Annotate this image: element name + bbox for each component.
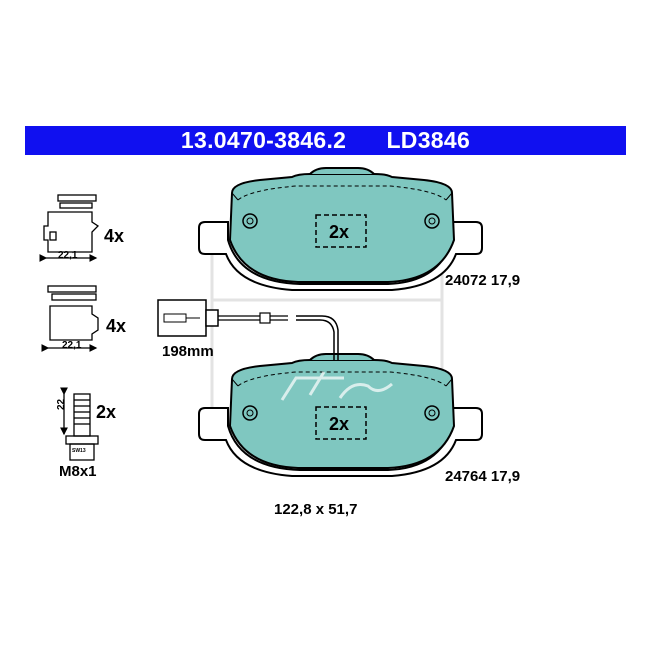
lower-pad-quantity: 2x <box>329 414 350 434</box>
left-dowel-icon <box>242 213 258 229</box>
lower-pad-spec: 24764 17,9 <box>445 468 521 485</box>
left-dowel-icon <box>242 405 258 421</box>
upper-friction-material <box>228 173 456 283</box>
lower-brake-pad <box>198 353 483 477</box>
right-dowel-icon <box>424 213 440 229</box>
lower-friction-material <box>228 359 456 469</box>
right-dowel-icon <box>424 405 440 421</box>
clip-a-drawing <box>39 194 100 262</box>
bolt-length: 22 <box>56 398 67 410</box>
bolt-wrench-mark: SW13 <box>72 448 86 454</box>
bolt-quantity: 2x <box>96 402 117 422</box>
bolt-thread: M8x1 <box>59 463 97 480</box>
upper-pad-spec: 24072 17,9 <box>445 272 521 289</box>
clip-a-quantity: 4x <box>104 226 125 246</box>
clip-b-dimension: 22,1 <box>62 340 82 351</box>
clip-b-drawing <box>41 285 99 352</box>
sensor-connector-icon <box>157 299 207 337</box>
clip-b-quantity: 4x <box>106 316 127 336</box>
part-number: 13.0470-3846.2 <box>180 127 347 153</box>
upper-pad-quantity: 2x <box>329 222 350 242</box>
wear-sensor <box>157 299 339 360</box>
sensor-length: 198mm <box>162 343 214 360</box>
clip-a-dimension: 22,1 <box>58 250 78 261</box>
bolt-drawing <box>60 387 99 461</box>
upper-brake-pad <box>198 167 483 291</box>
part-header-bar: 13.0470-3846.2 LD3846 <box>25 126 626 155</box>
reference-code: LD3846 <box>386 127 471 153</box>
pad-dimensions: 122,8 x 51,7 <box>274 501 358 518</box>
